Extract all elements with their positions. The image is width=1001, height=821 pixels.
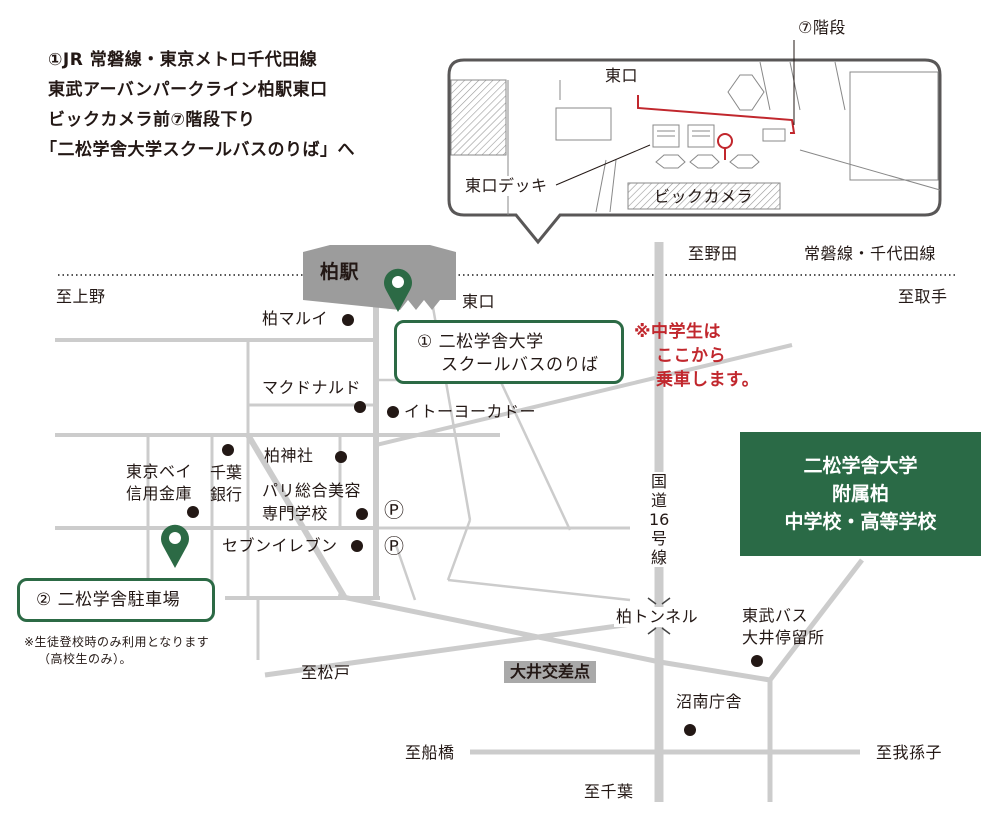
dest-noda: 至野田 (688, 244, 738, 263)
dest-matsudo: 至松戸 (301, 663, 351, 682)
landmark-paris-2: 専門学校 (262, 504, 329, 523)
parking-note-1: ※生徒登校時のみ利用となります (24, 635, 210, 649)
tobu-bus-dot (751, 655, 763, 667)
seven-eleven-dot (351, 540, 363, 552)
paris-dot (356, 508, 368, 520)
landmark-dots (187, 314, 763, 736)
landmark-tokyo-bay-2: 信用金庫 (126, 484, 193, 503)
landmark-kashiwa-shrine: 柏神社 (264, 446, 314, 465)
dest-toride: 至取手 (898, 287, 948, 306)
itoyokado-dot (387, 406, 399, 418)
landmark-tobu-bus-2: 大井停留所 (742, 628, 825, 647)
landmark-paris-1: パリ総合美容 (262, 481, 362, 500)
inset-east-exit: 東口 (602, 66, 642, 86)
chiba-bank-dot (222, 444, 234, 456)
station-east-exit: 東口 (462, 292, 496, 311)
directions-line-3: ビックカメラ前⑦階段下り (48, 110, 256, 130)
school-line-3: 中学校・高等学校 (784, 511, 937, 533)
parking-symbol-2: Ⓟ (384, 534, 405, 558)
school-line-1: 二松学舎大学 (803, 455, 918, 477)
dest-chiba: 至千葉 (584, 782, 634, 801)
shonan-dot (684, 724, 696, 736)
inset-deck: 東口デッキ (463, 176, 550, 196)
dest-ueno: 至上野 (56, 287, 106, 306)
parking-pin (161, 524, 189, 568)
landmark-itoyokado: イトーヨーカドー (404, 402, 537, 421)
landmark-mcdonalds: マクドナルド (262, 378, 362, 397)
notice-line-1: ※中学生は (634, 322, 722, 342)
landmark-oi-crossing: 大井交差点 (504, 661, 597, 683)
notice-line-3: 乗車します。 (656, 370, 760, 390)
tokyo-bay-dot (187, 506, 199, 518)
notice-line-2: ここから (656, 346, 726, 366)
route-16-label: 国 道 16 号 線 (649, 472, 670, 567)
mcdonalds-dot (354, 401, 366, 413)
directions-line-4: 「二松学舎大学スクールバスのりば」へ (40, 140, 355, 160)
dest-funabashi: 至船橋 (405, 743, 455, 762)
school-line-2: 附属柏 (831, 483, 889, 505)
landmark-shonan-office: 沼南庁舎 (676, 692, 743, 711)
directions-line-1: ①JR 常磐線・東京メトロ千代田線 (48, 50, 318, 70)
landmark-seven-eleven: セブンイレブン (222, 536, 338, 555)
parking-note-2: （高校生のみ）。 (38, 652, 133, 666)
parking-box: ② 二松学舎駐車場 (17, 578, 215, 622)
landmark-tokyo-bay-1: 東京ベイ (126, 462, 193, 481)
inset-stairs: ⑦階段 (798, 18, 846, 37)
school-block: 二松学舎大学 附属柏 中学校・高等学校 (740, 432, 981, 556)
landmark-tobu-bus-1: 東武バス (742, 606, 809, 625)
dest-joban: 常磐線・千代田線 (804, 244, 937, 263)
inset-map (447, 40, 942, 245)
landmark-marui: 柏マルイ (262, 309, 329, 328)
bus-stop-line-2: スクールバスのりば (441, 355, 599, 375)
parking-box-label: ② 二松学舎駐車場 (36, 590, 181, 610)
bus-stop-pin (384, 268, 412, 312)
bus-stop-box: ① 二松学舎大学 スクールバスのりば (394, 320, 624, 384)
bus-stop-line-1: ① 二松学舎大学 (417, 332, 544, 352)
station-building (303, 245, 456, 310)
station-name: 柏駅 (320, 261, 360, 283)
parking-symbol-1: Ⓟ (384, 498, 405, 522)
landmark-tunnel: 柏トンネル (614, 607, 701, 627)
inset-store: ビックカメラ (654, 187, 754, 206)
tunnel-marker (647, 597, 671, 635)
kashiwa-shrine-dot (335, 451, 347, 463)
marui-dot (342, 314, 354, 326)
landmark-chiba-bank: 千葉 銀行 (210, 463, 243, 504)
dest-abiko: 至我孫子 (876, 743, 943, 762)
directions-line-2: 東武アーバンパークライン柏駅東口 (48, 80, 328, 100)
